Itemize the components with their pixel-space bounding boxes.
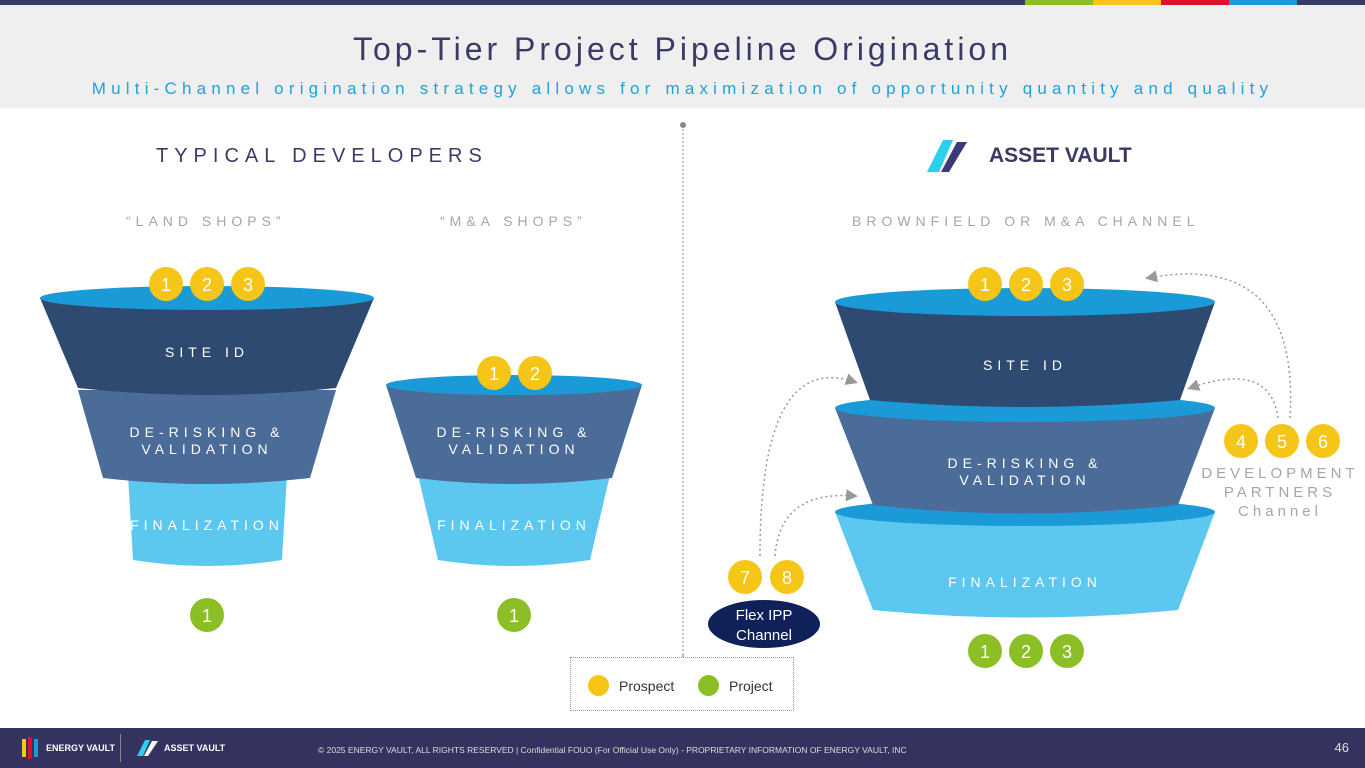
project-badge: 1 — [190, 598, 224, 632]
asset-vault-logo: ASSET VAULT — [927, 138, 1132, 179]
copyright-text: © 2025 ENERGY VAULT, ALL RIGHTS RESERVED… — [318, 745, 907, 755]
svg-text:1: 1 — [161, 275, 171, 295]
ma-shops-funnel: DE-RISKING & VALIDATION FINALIZATION — [386, 375, 642, 566]
prospect-badge: 1 — [149, 267, 183, 301]
prospect-badge: 6 — [1306, 424, 1340, 458]
asset-vault-funnel: SITE ID DE-RISKING & VALIDATION FINALIZA… — [835, 288, 1215, 618]
prospect-badge: 5 — [1265, 424, 1299, 458]
funnels-diagram: SITE ID DE-RISKING & VALIDATION FINALIZA… — [40, 122, 1358, 668]
typical-developers-heading: TYPICAL DEVELOPERS — [156, 145, 488, 167]
land-shops-funnel: SITE ID DE-RISKING & VALIDATION FINALIZA… — [40, 286, 374, 566]
svg-text:2: 2 — [1021, 642, 1031, 662]
stage-derisking: DE-RISKING & — [130, 424, 285, 440]
legend-project: Project — [729, 678, 773, 694]
svg-text:5: 5 — [1277, 432, 1287, 452]
stage-site-id: SITE ID — [983, 357, 1067, 373]
top-accent-bar — [0, 0, 1365, 5]
svg-text:6: 6 — [1318, 432, 1328, 452]
page-subtitle: Multi-Channel origination strategy allow… — [91, 79, 1274, 98]
svg-text:1: 1 — [980, 642, 990, 662]
asset-vault-footer-text: ASSET VAULT — [164, 743, 226, 753]
stage-derisking: DE-RISKING & — [948, 455, 1103, 471]
stage-finalization: FINALIZATION — [437, 517, 591, 533]
stage-finalization: FINALIZATION — [130, 517, 284, 533]
project-badge: 1 — [968, 634, 1002, 668]
svg-text:Channel: Channel — [1238, 503, 1322, 520]
stage-validation: VALIDATION — [448, 441, 579, 457]
prospect-dot-icon — [588, 675, 609, 696]
prospect-badge: 1 — [968, 267, 1002, 301]
svg-text:3: 3 — [1062, 642, 1072, 662]
stage-validation: VALIDATION — [141, 441, 272, 457]
prospect-badge: 2 — [518, 356, 552, 390]
prospect-badge: 8 — [770, 560, 804, 594]
svg-text:2: 2 — [530, 364, 540, 384]
prospect-badge: 3 — [1050, 267, 1084, 301]
channel-arrows — [682, 270, 1292, 657]
svg-text:Flex IPP: Flex IPP — [736, 607, 793, 624]
svg-text:DEVELOPMENT: DEVELOPMENT — [1201, 465, 1358, 482]
flex-ipp-channel: Flex IPP Channel — [706, 598, 822, 650]
header: Top-Tier Project Pipeline Origination Mu… — [0, 5, 1365, 108]
stage-finalization: FINALIZATION — [948, 574, 1102, 590]
development-partners-label: DEVELOPMENT PARTNERS Channel — [1201, 465, 1358, 520]
prospect-badge: 7 — [728, 560, 762, 594]
svg-text:3: 3 — [243, 275, 253, 295]
page-title: Top-Tier Project Pipeline Origination — [352, 31, 1013, 67]
land-shops-label: “LAND SHOPS” — [126, 213, 286, 229]
prospect-badge: 3 — [231, 267, 265, 301]
svg-text:1: 1 — [489, 364, 499, 384]
footer: ENERGY VAULT ASSET VAULT © 2025 ENERGY V… — [0, 728, 1365, 768]
legend-prospect: Prospect — [619, 678, 675, 694]
asset-vault-logo-icon — [927, 140, 967, 172]
energy-vault-logo-icon — [20, 737, 42, 759]
svg-text:1: 1 — [509, 606, 519, 626]
svg-text:3: 3 — [1062, 275, 1072, 295]
legend: Prospect Project — [570, 657, 794, 711]
project-dot-icon — [698, 675, 719, 696]
prospect-badge: 1 — [477, 356, 511, 390]
prospect-badge: 2 — [190, 267, 224, 301]
svg-text:1: 1 — [202, 606, 212, 626]
svg-text:Channel: Channel — [736, 627, 792, 644]
number-badges: 1 2 3 1 2 1 1 1 2 3 4 5 6 7 8 1 2 3 — [149, 267, 1340, 668]
svg-text:2: 2 — [1021, 275, 1031, 295]
svg-text:7: 7 — [740, 568, 750, 588]
asset-vault-footer-icon — [137, 740, 158, 756]
brownfield-channel-label: BROWNFIELD OR M&A CHANNEL — [852, 213, 1200, 229]
project-badge: 1 — [497, 598, 531, 632]
prospect-badge: 4 — [1224, 424, 1258, 458]
stage-site-id: SITE ID — [165, 344, 249, 360]
stage-derisking: DE-RISKING & — [437, 424, 592, 440]
svg-text:8: 8 — [782, 568, 792, 588]
project-badge: 3 — [1050, 634, 1084, 668]
svg-text:4: 4 — [1236, 432, 1246, 452]
prospect-badge: 2 — [1009, 267, 1043, 301]
svg-text:1: 1 — [980, 275, 990, 295]
energy-vault-logo-text: ENERGY VAULT — [46, 743, 116, 753]
page-number: 46 — [1334, 740, 1349, 755]
svg-text:2: 2 — [202, 275, 212, 295]
stage-validation: VALIDATION — [959, 472, 1090, 488]
svg-text:PARTNERS: PARTNERS — [1224, 484, 1336, 501]
asset-vault-logo-text: ASSET VAULT — [989, 144, 1132, 167]
ma-shops-label: “M&A SHOPS” — [440, 213, 587, 229]
project-badge: 2 — [1009, 634, 1043, 668]
